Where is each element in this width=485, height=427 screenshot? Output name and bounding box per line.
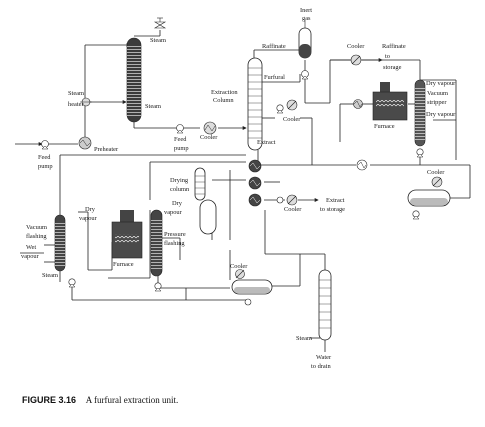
vacuum-stripper-pump-icon — [416, 148, 424, 158]
furnace-left — [111, 210, 143, 259]
figure-number: FIGURE 3.16 — [22, 395, 77, 405]
preheater-icon — [78, 136, 92, 150]
cooler-feed-icon — [203, 121, 217, 135]
label-dry-vapour-right: Dry vapour — [426, 111, 456, 118]
label-cooler-extract: Cooler — [284, 206, 302, 213]
diagram-labels: Inert gas Steam Raffinate Cooler Raffina… — [21, 7, 456, 370]
inert-gas-pump-icon — [301, 70, 309, 80]
label-wet-vapour-1: Wet — [26, 244, 36, 251]
drying-column — [194, 167, 206, 201]
cooler-mid-icon — [276, 99, 298, 114]
label-water-drain-2: to drain — [311, 363, 332, 370]
drum-right-pump-icon — [412, 210, 420, 220]
label-steam-bottom: Steam — [296, 335, 312, 342]
label-furfural: Furfural — [264, 74, 285, 81]
label-steam-mid: Steam — [145, 103, 161, 110]
label-pressure-flashing-2: flashing — [164, 240, 185, 247]
drum-right — [407, 178, 471, 207]
label-cooler-top: Cooler — [347, 43, 365, 50]
cooler-bottom-icon — [235, 269, 245, 279]
figure-caption-text: A furfural extraction unit. — [85, 395, 179, 405]
extract-exchangers — [248, 159, 262, 207]
extraction-column — [247, 57, 263, 151]
figure-caption: FIGURE 3.16 A furfural extraction unit. — [22, 395, 178, 405]
label-wet-vapour-2: vapour — [21, 253, 40, 260]
label-steam-top: Steam — [150, 37, 166, 44]
label-extract-storage-1: Extract — [326, 197, 345, 204]
water-stripper-column — [318, 269, 332, 341]
label-cooler-bottom: Cooler — [230, 263, 248, 270]
label-dry-vapour-center-2: vapour — [164, 209, 183, 216]
label-dry-vapour-top: Dry vapour — [426, 80, 456, 87]
furnace-right — [372, 82, 408, 121]
pressure-flashing-vessel — [199, 199, 217, 235]
label-feed-pump-center-2: pump — [174, 145, 189, 152]
label-vacuum-stripper-2: stripper — [427, 99, 447, 106]
label-raffinate-storage-2: to — [385, 53, 390, 60]
vacuum-stripper — [414, 79, 426, 147]
drum-bottom — [231, 279, 273, 295]
label-extract-storage-2: to storage — [320, 206, 345, 213]
label-pressure-flashing-1: Pressure — [164, 231, 186, 238]
label-cooler-feed: Cooler — [200, 134, 218, 141]
steam-heater-icon — [80, 97, 92, 107]
label-furnace-left: Furnace — [113, 261, 134, 268]
label-preheater: Preheater — [94, 146, 119, 153]
label-extraction-column-2: Column — [213, 97, 234, 104]
label-extraction-column-1: Extraction — [211, 89, 238, 96]
label-raffinate: Raffinate — [262, 43, 286, 50]
label-furnace-right: Furnace — [374, 123, 395, 130]
label-extract: Extract — [257, 139, 276, 146]
feed-pump-center-icon — [176, 124, 184, 134]
label-vacuum-stripper-1: Vacuum — [427, 90, 448, 97]
exchanger-extract-line-icon — [356, 159, 368, 171]
label-drying-column-1: Drying — [170, 177, 189, 184]
label-steam-left: Steam — [42, 272, 58, 279]
label-inert-gas-1: Inert — [300, 7, 312, 14]
label-dry-vapour-left-1: Dry — [85, 206, 96, 213]
pressure-flashing-pump-icon — [154, 282, 162, 292]
cooler-right-icon — [431, 176, 443, 188]
label-inert-gas-2: gas — [302, 15, 311, 22]
pressure-flashing-column — [150, 209, 163, 277]
label-steam-heater-1: Steam — [68, 90, 84, 97]
label-dry-vapour-center-1: Dry — [172, 200, 183, 207]
label-vacuum-flashing-2: flashing — [26, 233, 47, 240]
label-feed-pump-center-1: Feed — [174, 136, 187, 143]
label-feed-pump-left-1: Feed — [38, 154, 51, 161]
vacuum-flashing-column — [54, 214, 66, 272]
inert-gas-vessel — [298, 20, 312, 59]
drum-bottom-pump-icon — [244, 298, 252, 306]
exchanger-right-icon — [353, 99, 363, 109]
label-cooler-right: Cooler — [427, 169, 445, 176]
vacuum-flashing-pump-icon — [68, 278, 76, 288]
feed-pump-left-icon — [41, 140, 49, 150]
label-raffinate-storage-3: storage — [383, 64, 402, 71]
process-lines — [15, 30, 471, 352]
label-water-drain-1: Water — [316, 354, 332, 361]
label-feed-pump-left-2: pump — [38, 163, 53, 170]
label-dry-vapour-left-2: vapour — [79, 215, 98, 222]
cooler-raffinate-icon — [350, 54, 362, 66]
label-vacuum-flashing-1: Vacuum — [26, 224, 47, 231]
label-cooler-mid: Cooler — [283, 116, 301, 123]
label-drying-column-2: column — [170, 186, 190, 193]
label-raffinate-storage-1: Raffinate — [382, 43, 406, 50]
label-steam-heater-2: heater — [68, 101, 84, 108]
cooler-extract-icon — [276, 194, 298, 206]
tall-column-left — [126, 37, 142, 123]
steam-valve-icon — [153, 17, 167, 29]
